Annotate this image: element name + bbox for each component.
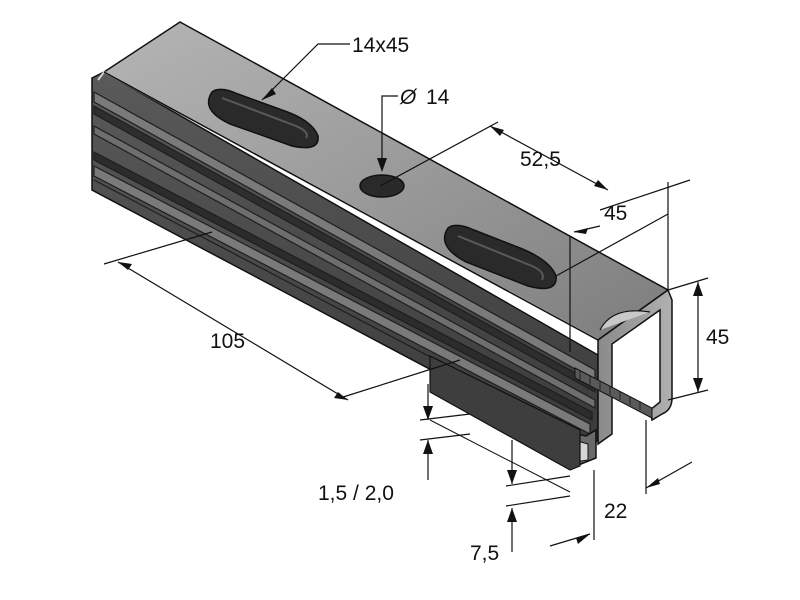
hole-dimension-label: 14 <box>426 86 450 109</box>
height-dimension-label: 45 <box>706 326 729 349</box>
thickness-dimension-label: 1,5 / 2,0 <box>318 482 394 505</box>
flange-width-label: 45 <box>604 202 627 225</box>
channel-body <box>91 21 673 493</box>
length-dimension-label: 105 <box>210 330 245 353</box>
slot-dimension-label: 14x45 <box>352 34 409 57</box>
hole-symbol-label: Ø <box>399 86 418 109</box>
pitch-dimension-label: 52,5 <box>520 148 561 171</box>
dimension-lines <box>103 43 709 552</box>
side-grooves <box>93 90 596 441</box>
top-face-openings <box>207 88 557 290</box>
opening-dimension-label: 22 <box>604 500 627 523</box>
lip-dimension-label: 7,5 <box>470 542 499 565</box>
round-hole <box>359 174 405 198</box>
dimension-labels: 14x45 Ø 14 52,5 45 105 45 1,5 / 2,0 7,5 … <box>210 34 729 565</box>
